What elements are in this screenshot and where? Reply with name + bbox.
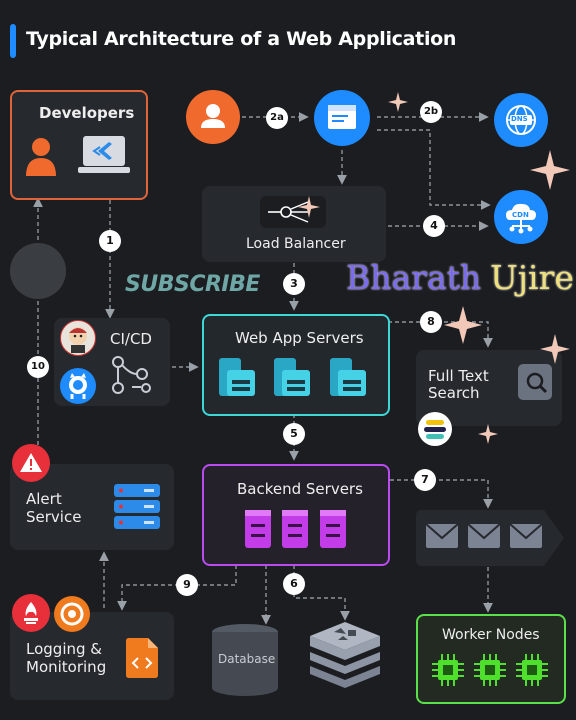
sparkle-decoration	[444, 306, 482, 349]
elasticsearch-icon	[418, 412, 452, 446]
page-title: Typical Architecture of a Web Applicatio…	[26, 28, 457, 50]
alert-service-label-1: Alert	[26, 490, 62, 508]
step-4-badge: 4	[423, 215, 445, 237]
title-accent	[10, 24, 16, 58]
web-server-icon-1	[219, 358, 255, 403]
message-queue	[416, 510, 564, 571]
sparkle-decoration	[540, 334, 570, 369]
sparkle-decoration	[388, 92, 408, 117]
alert-icon	[12, 444, 50, 482]
step-2b-badge: 2b	[420, 101, 442, 123]
backend-server-icon-2	[282, 510, 308, 548]
step-9-badge: 9	[176, 574, 198, 596]
web-server-icon-3	[330, 358, 366, 403]
database-label: Database	[218, 652, 276, 666]
step-5-badge: 5	[283, 423, 305, 445]
github-icon	[60, 368, 96, 404]
step-3-badge: 3	[283, 273, 305, 295]
laptop-vscode-icon	[78, 134, 130, 181]
worker-chip-icon-1	[432, 654, 464, 691]
cdn-cloud-icon	[494, 190, 548, 244]
logging-monitoring-label-1: Logging &	[26, 640, 102, 658]
developers-label: Developers	[39, 104, 135, 122]
browser-icon	[314, 90, 370, 146]
sparkle-decoration	[298, 196, 320, 223]
alert-service-label-2: Service	[26, 508, 82, 526]
step-6-badge: 6	[283, 573, 305, 595]
step-1-badge: 1	[99, 230, 121, 252]
search-document-icon	[518, 364, 552, 405]
dns-globe-icon	[494, 93, 548, 147]
sparkle-decoration	[530, 150, 570, 195]
step-8-badge: 8	[420, 311, 442, 333]
grafana-icon	[54, 596, 90, 632]
channel-watermark-first: Bharath	[346, 258, 482, 297]
worker-nodes-label: Worker Nodes	[442, 627, 540, 643]
step-2a-badge: 2a	[266, 107, 288, 129]
subscribe-watermark: SUBSCRIBE	[125, 272, 260, 297]
prometheus-icon	[12, 594, 50, 632]
backend-server-icon-1	[245, 510, 271, 548]
backend-servers-label: Backend Servers	[237, 480, 363, 498]
web-app-servers-label: Web App Servers	[235, 329, 364, 347]
code-file-icon	[126, 638, 158, 683]
full-text-search-label-1: Full Text	[428, 367, 489, 385]
step-10-badge: 10	[27, 356, 49, 378]
backend-server-icon-3	[320, 510, 346, 548]
user-icon	[186, 90, 240, 144]
worker-chip-icon-2	[474, 654, 506, 691]
developer-person-icon	[24, 136, 58, 181]
worker-chip-icon-3	[516, 654, 548, 691]
cdn-badge-text: CDN	[512, 211, 529, 219]
full-text-search-label-2: Search	[428, 384, 480, 402]
cicd-label: CI/CD	[110, 330, 152, 348]
step-7-badge: 7	[414, 469, 436, 491]
dns-badge-text: DNS	[511, 115, 528, 123]
sparkle-decoration	[478, 424, 498, 449]
alert-server-rack-icon	[114, 484, 160, 535]
cache-stack-icon	[308, 618, 382, 695]
logging-monitoring-label-2: Monitoring	[26, 658, 107, 676]
load-balancer-label: Load Balancer	[246, 236, 346, 252]
placeholder-circle	[10, 243, 66, 299]
jenkins-icon	[60, 320, 96, 356]
web-server-icon-2	[274, 358, 310, 403]
channel-watermark-last: Ujire	[490, 258, 574, 297]
pipeline-icon	[110, 354, 154, 401]
database-icon	[212, 624, 278, 701]
